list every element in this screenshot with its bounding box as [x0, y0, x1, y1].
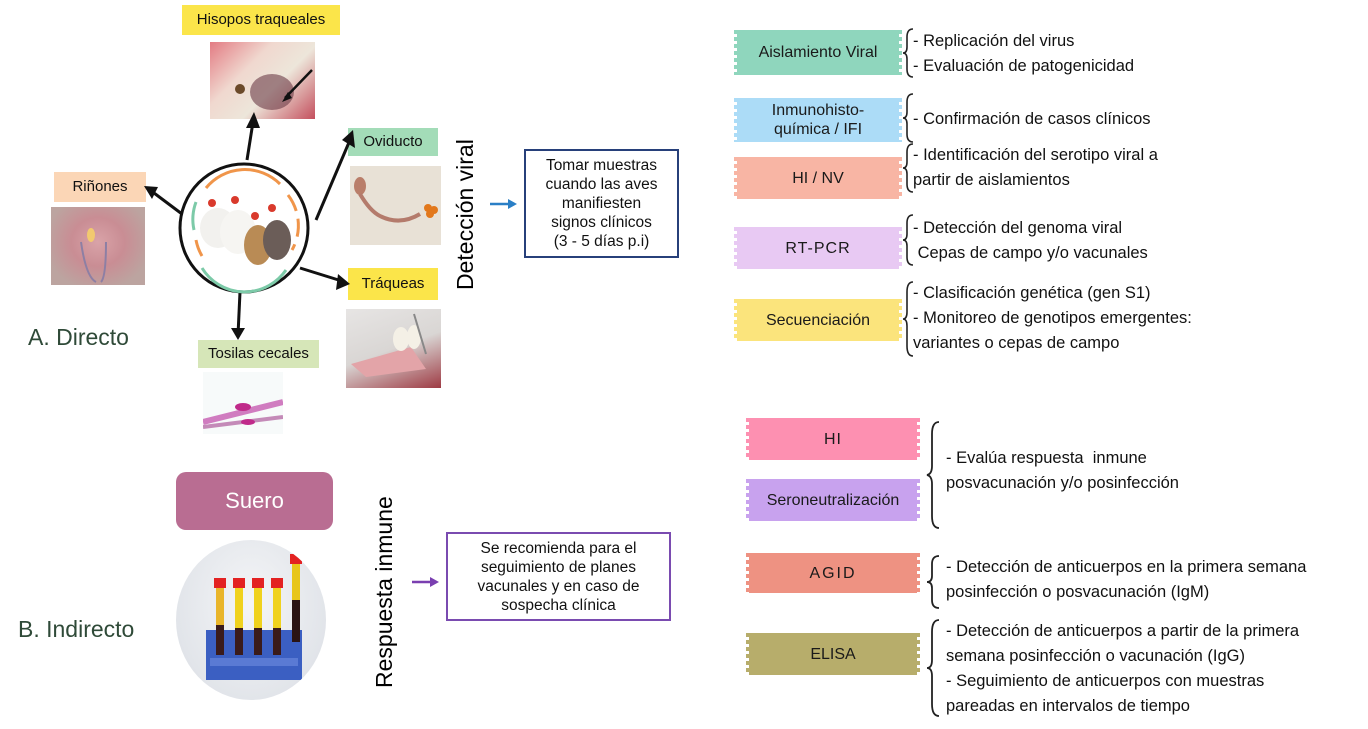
- test-tag-agid: AGID: [743, 553, 923, 593]
- test-desc-aislamiento: - Replicación del virus- Evaluación de p…: [913, 32, 1135, 75]
- brace-icon: [902, 28, 914, 78]
- sample-label-rinones: Riñones: [54, 172, 146, 202]
- trachea-photo: [346, 309, 441, 388]
- arrow-to-note-b-icon: [412, 577, 439, 587]
- brace-icon: [926, 555, 940, 609]
- test-tag-rt-pcr: RT-PCR: [731, 227, 905, 269]
- test-tag-hi: HI: [743, 418, 923, 460]
- oviduct-photo: [350, 166, 441, 245]
- test-desc-rt-pcr: - Detección del genoma viral Cepas de ca…: [913, 219, 1148, 262]
- sample-label-oviducto: Oviducto: [348, 128, 438, 156]
- arrow-to-note-a-icon: [490, 199, 517, 209]
- tracheal-swab-photo: [210, 42, 315, 119]
- brace-icon: [902, 214, 914, 266]
- note-a-line: signos clínicos: [551, 214, 652, 231]
- test-desc-agid: - Detección de anticuerpos en la primera…: [946, 558, 1307, 601]
- note-a-line: manifiesten: [561, 195, 642, 212]
- test-desc-elisa: - Detección de anticuerpos a partir de l…: [946, 622, 1300, 715]
- immune-response-vertical-label: Respuesta inmune: [371, 496, 397, 688]
- sample-label-traqueas: Tráqueas: [348, 268, 438, 300]
- detection-viral-vertical-label: Detección viral: [452, 139, 478, 290]
- note-a-line: (3 - 5 días p.i): [553, 233, 650, 250]
- test-desc-secuenciacion: - Clasificación genética (gen S1)- Monit…: [913, 284, 1192, 352]
- note-b-line: vacunales y en caso de: [477, 577, 640, 595]
- note-a-line: cuando las aves: [545, 176, 658, 193]
- note-b-line: sospecha clínica: [501, 596, 616, 614]
- test-tag-aislamiento-viral: Aislamiento Viral: [731, 30, 905, 75]
- test-tag-hi-nv: HI / NV: [731, 157, 905, 199]
- sample-label-suero: Suero: [176, 472, 333, 530]
- cecal-tonsil-photo: [203, 372, 283, 434]
- brace-icon: [902, 93, 914, 143]
- test-tag-secuenciacion: Secuenciación: [731, 299, 905, 341]
- sampling-note-a: Tomar muestras cuando las aves manifiest…: [524, 149, 679, 258]
- brace-icon: [926, 421, 940, 529]
- chickens-icon: [200, 196, 291, 265]
- note-b-line: seguimiento de planes: [480, 558, 637, 576]
- brace-icon: [926, 619, 940, 717]
- test-tag-elisa: ELISA: [743, 633, 923, 675]
- note-b-line: Se recomienda para el: [480, 539, 637, 557]
- test-tag-seroneutralizacion: Seroneutralización: [743, 479, 923, 521]
- section-b-title: B. Indirecto: [18, 616, 135, 642]
- brace-icon: [902, 143, 914, 193]
- serum-tubes-photo: [176, 540, 326, 700]
- note-a-line: Tomar muestras: [545, 157, 658, 174]
- section-a-title: A. Directo: [28, 324, 129, 350]
- brace-icon: [902, 281, 914, 357]
- chicken-hub-diagram: [144, 112, 355, 340]
- sample-label-tosilas: Tosilas cecales: [198, 340, 319, 368]
- sampling-note-b: Se recomienda para el seguimiento de pla…: [446, 532, 671, 621]
- kidney-photo: [51, 207, 145, 285]
- sampling-arrows: [144, 112, 355, 340]
- test-tag-inmunohistoquimica: Inmunohisto-química / IFI: [731, 98, 905, 142]
- test-desc-inmunohistoquimica: - Confirmación de casos clínicos: [913, 110, 1151, 128]
- sample-label-hisopos: Hisopos traqueales: [182, 5, 340, 35]
